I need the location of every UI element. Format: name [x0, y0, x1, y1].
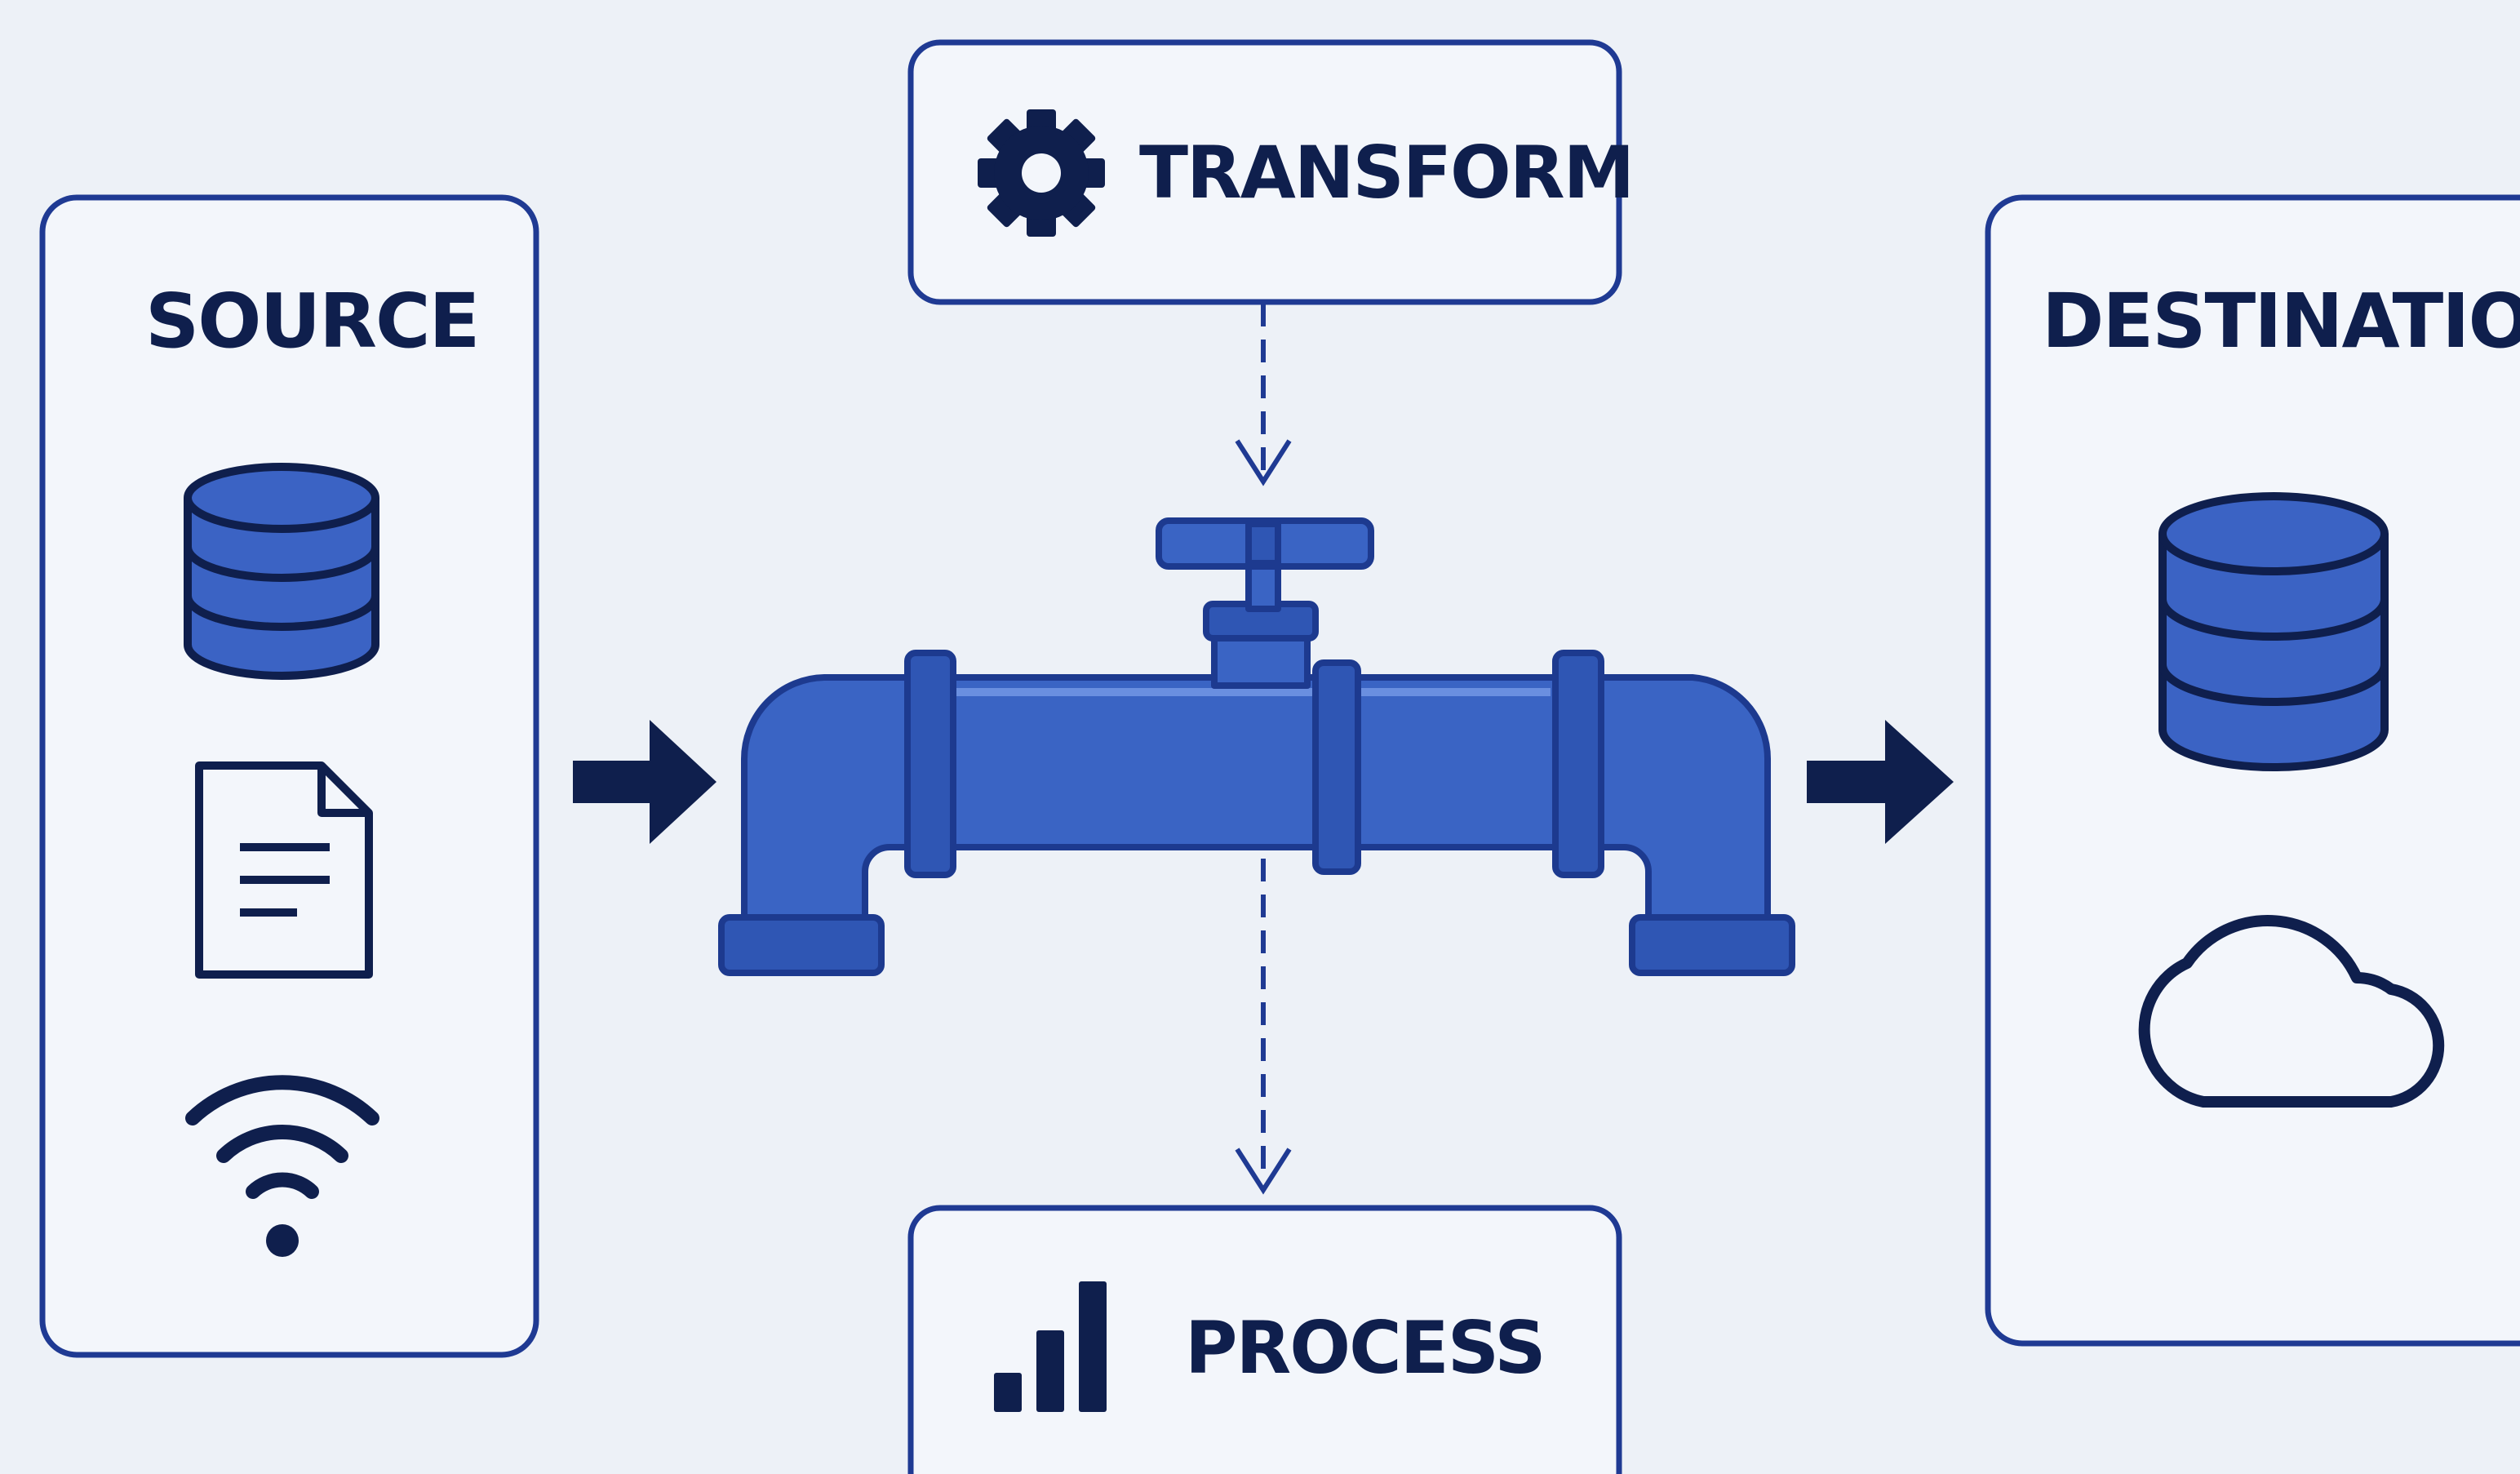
transform-box: [907, 39, 1622, 305]
source-label: SOURCE: [145, 277, 480, 365]
gear-icon: [978, 109, 1105, 237]
process-label: PROCESS: [1185, 1306, 1546, 1390]
arrow-right-icon: [573, 720, 717, 844]
dashed-connector: [1235, 304, 1292, 486]
arrow-right-icon: [1807, 720, 1954, 844]
dashed-connector: [1235, 859, 1292, 1195]
database-icon: [2158, 492, 2389, 771]
transform-label: TRANSFORM: [1139, 131, 1635, 215]
destination-label: DESTINATION: [2042, 277, 2520, 365]
pipe-valve-icon: [718, 517, 1795, 976]
document-icon: [195, 761, 373, 979]
database-icon: [184, 463, 379, 680]
bar-chart-icon: [994, 1281, 1107, 1412]
cloud-icon: [2138, 914, 2445, 1108]
wifi-icon: [185, 1075, 379, 1257]
